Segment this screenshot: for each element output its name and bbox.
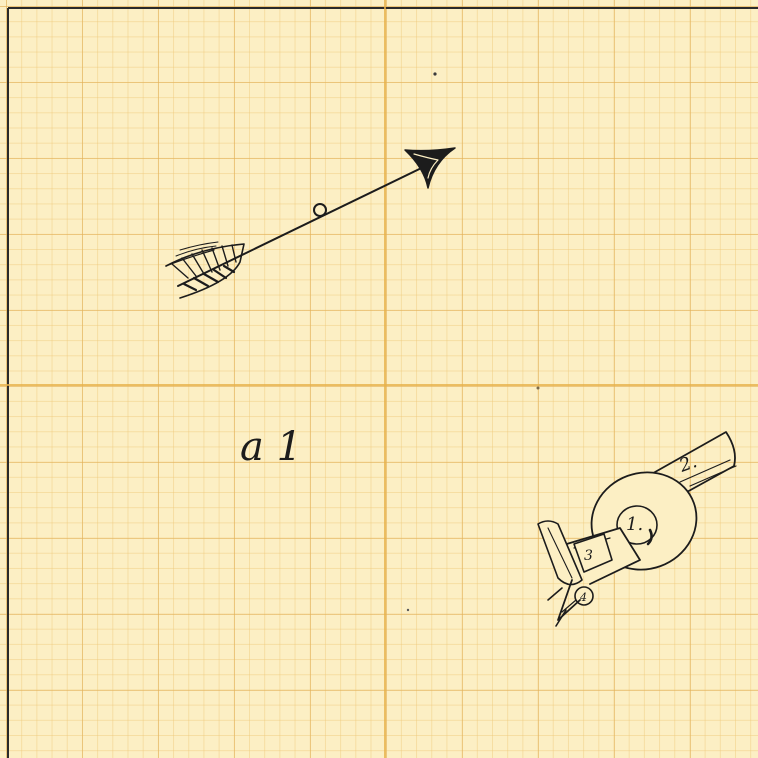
airplane-part-1-label: 1.	[626, 514, 643, 535]
airplane-part-3-label: 3	[584, 548, 593, 564]
arrow-icon	[166, 148, 455, 298]
paper-speck	[537, 387, 540, 390]
airplane-part-4-label: 4	[579, 591, 587, 604]
airplane-part-2-label: 2.	[676, 451, 700, 477]
paper-speck	[407, 609, 409, 611]
paper-speck	[433, 72, 436, 75]
figure-label: a 1	[240, 424, 302, 470]
